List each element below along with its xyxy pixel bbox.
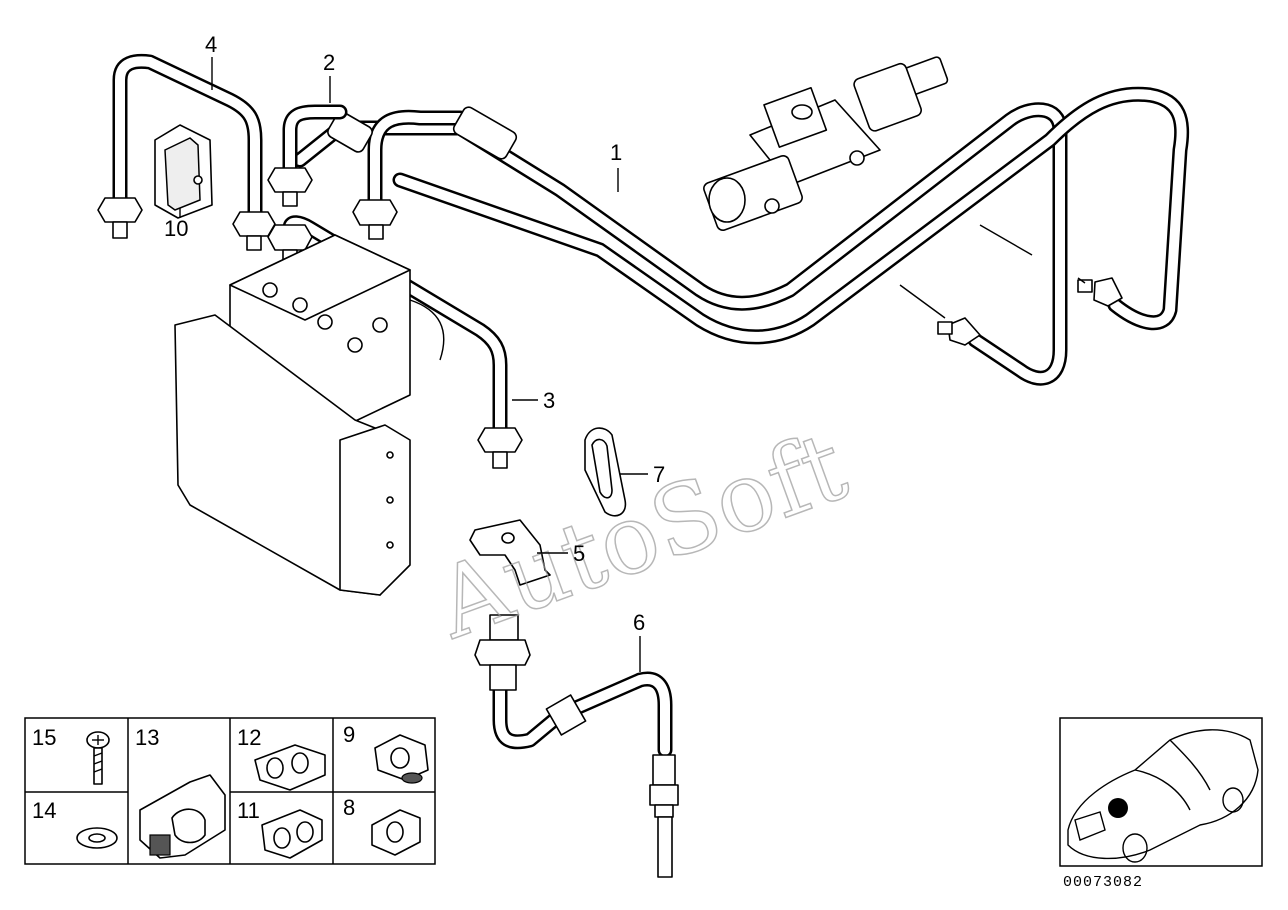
callout-7: 7 [653, 462, 665, 487]
grommet-10 [154, 124, 213, 219]
bracket-5 [469, 519, 551, 586]
grid-label-8: 8 [343, 795, 355, 820]
callout-1: 1 [610, 140, 622, 165]
callout-6: 6 [633, 610, 645, 635]
clip-8-icon [371, 809, 421, 856]
hydraulic-unit [174, 234, 445, 596]
callout-3: 3 [543, 388, 555, 413]
grid-label-15: 15 [32, 725, 56, 750]
grid-label-12: 12 [237, 725, 261, 750]
callout-2: 2 [323, 50, 335, 75]
callout-4: 4 [205, 32, 217, 57]
washer-14-icon [76, 827, 118, 849]
callout-5: 5 [573, 541, 585, 566]
grid-label-14: 14 [32, 798, 56, 823]
clip-7 [584, 427, 627, 517]
callout-labels: 1 2 3 4 5 6 7 10 [164, 32, 665, 635]
location-marker-icon [1108, 798, 1128, 818]
clip-12-icon [254, 744, 326, 791]
clip-11-icon [261, 809, 323, 859]
master-cylinder [703, 56, 949, 231]
brake-pipe-1 [292, 86, 1190, 386]
grid-label-11: 11 [237, 798, 260, 823]
holder-13-icon [139, 774, 226, 859]
callout-leaders [179, 57, 648, 672]
grid-label-9: 9 [343, 722, 355, 747]
grid-label-13: 13 [135, 725, 159, 750]
reference-number: 00073082 [1063, 874, 1143, 891]
clip-9-icon [374, 734, 429, 784]
callout-10: 10 [164, 216, 188, 241]
brake-pipe-3 [267, 215, 523, 469]
brake-hose-6 [474, 614, 679, 878]
parts-grid: 15 13 12 9 14 11 8 [24, 717, 436, 865]
vehicle-thumbnail [1059, 717, 1263, 867]
brake-pipe-2 [267, 104, 398, 240]
screw-15-icon [86, 731, 110, 785]
